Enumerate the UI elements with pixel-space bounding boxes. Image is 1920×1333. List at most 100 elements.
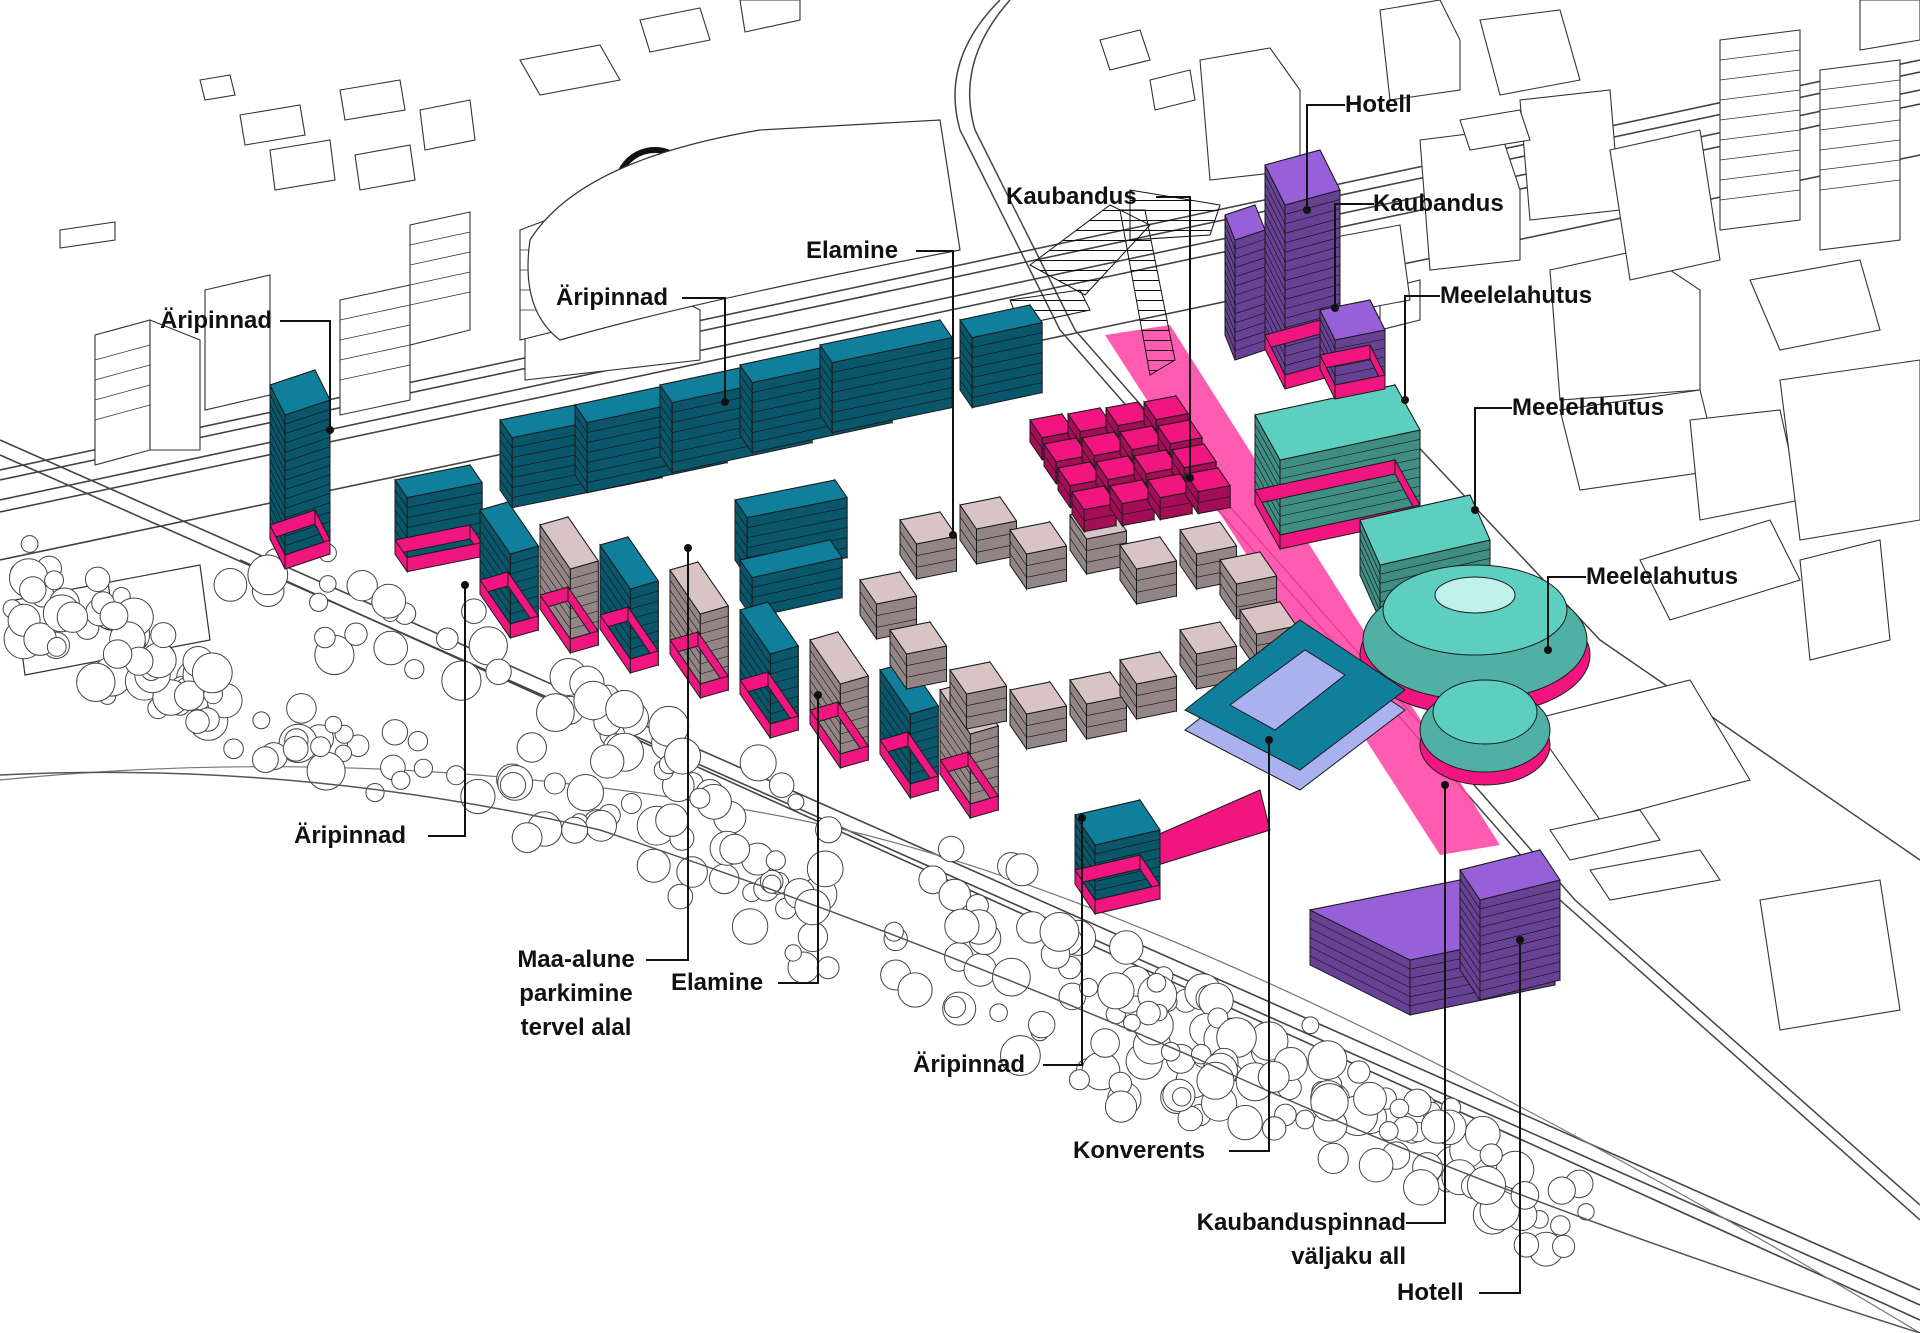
tree [605,689,644,729]
label-meelelahutus-1: Meelelahutus [1440,282,1593,309]
tree [46,637,67,657]
tree [1005,853,1039,887]
tree [1479,1143,1503,1167]
housing-row-2 [539,515,600,655]
commerce-cell-2-1 [1095,454,1141,504]
tree [1550,1215,1571,1236]
leader-aripinnad-west [280,320,331,430]
arena-outline [527,119,961,341]
tree [391,770,411,790]
label-aripinnad-east: Äripinnad [913,1051,1025,1078]
tree [185,709,210,734]
tree [689,787,711,809]
business-south-block [1074,798,1161,916]
label-maa-alune-parkimine: Maa-alune parkimine tervel alal [517,946,635,1041]
label-kaubandus-plaza: Kaubandus [1006,183,1137,210]
tree [404,659,425,680]
tree [636,848,671,883]
tree [938,878,971,912]
housing-row-4 [669,560,730,700]
tree [731,908,769,945]
leader-dot-aripinnad-east [1078,814,1086,822]
tree [1466,1165,1507,1206]
entertainment-dome-2 [1419,679,1551,786]
tree [252,746,279,773]
leader-dot-aripinnad-south [461,581,469,589]
hotel-south-tower [1459,848,1561,1002]
tree [441,660,482,701]
tree [516,732,547,763]
tree [1227,1104,1263,1141]
label-kaubanduspinnad: Kaubanduspinnad väljaku all [1196,1209,1406,1270]
tree [223,738,244,760]
tree [1097,972,1135,1010]
tree [191,652,233,694]
tree [319,575,337,593]
tree [620,793,642,814]
label-meelelahutus-3: Meelelahutus [1586,563,1739,590]
label-aripinnad-west: Äripinnad [160,307,272,334]
leader-meelelahutus-2 [1474,407,1512,510]
leader-dots [326,206,1552,944]
leader-dot-kaubandus-tower [1331,304,1339,312]
tree [590,744,625,779]
tree [1403,1169,1440,1206]
leader-dot-meelelahutus-3 [1544,646,1552,654]
entertainment-dome-1 [1359,564,1591,716]
trees [2,535,1595,1267]
tree [765,850,786,871]
tree [719,833,751,865]
tree [963,953,997,987]
leader-kaubandus-tower [1334,203,1374,308]
leader-dot-aripinnad-north [721,398,729,406]
tree [806,850,844,888]
tree [1028,1010,1056,1039]
tree [252,711,271,730]
tree [371,583,407,619]
business-bar-6 [959,303,1043,410]
tree [561,816,589,844]
tree [536,693,575,732]
leader-dot-konverents [1265,736,1273,744]
tree [787,793,805,811]
tree [446,765,467,786]
label-elamine-north: Elamine [806,237,899,264]
tree [1000,1035,1041,1076]
entertainment-block-1 [1254,383,1421,551]
tree [460,778,496,815]
tree [1104,1090,1138,1123]
leader-dot-aripinnad-west [326,426,334,434]
tree [44,570,64,591]
leader-dot-kaubandus-plaza [1186,474,1194,482]
tree [768,772,795,799]
commerce-tower [1319,299,1386,400]
tree [20,535,39,553]
tree [667,883,694,910]
leader-dot-hotell-south [1516,936,1524,944]
housing-courtyard-s5 [1069,670,1128,741]
housing-courtyard-s2 [889,620,948,691]
tree [324,715,343,734]
leader-dot-parkimine [684,544,692,552]
tree [1513,1232,1540,1258]
leader-dot-hotell-north [1303,206,1311,214]
housing-courtyard-s3 [949,660,1008,731]
tree [413,758,433,778]
tree [247,554,289,596]
tree [84,566,111,592]
tree [1301,1016,1320,1035]
tree [286,693,317,724]
tree [1307,1040,1348,1080]
tree [99,601,129,631]
label-meelelahutus-2: Meelelahutus [1512,394,1665,421]
hotel-tower-north-2 [1224,204,1266,361]
tree [918,865,948,895]
tree [511,822,543,853]
tree [373,630,409,666]
tree [815,816,843,844]
tree [1039,912,1080,952]
leader-parkimine [646,548,689,961]
tree [1068,1069,1090,1091]
tree [784,944,802,962]
tree [762,874,782,894]
